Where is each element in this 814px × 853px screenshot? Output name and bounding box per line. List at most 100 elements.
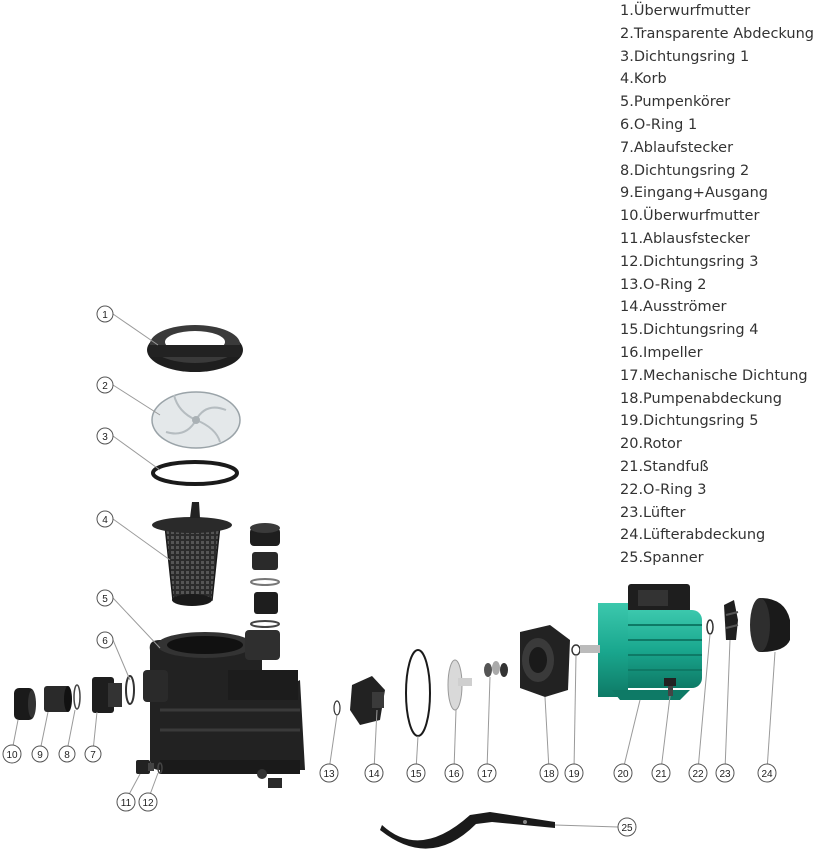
svg-text:16: 16 (448, 769, 460, 780)
svg-text:12: 12 (142, 798, 154, 809)
callout-24: 24 (757, 763, 777, 783)
part-10-union-nut (14, 688, 36, 720)
parts-legend: 1.Überwurfmutter 2.Transparente Abdeckun… (620, 0, 814, 570)
callout-6: 6 (96, 631, 114, 649)
legend-item: 11.Ablausfstecker (620, 230, 750, 247)
svg-text:17: 17 (481, 769, 493, 780)
callout-18: 18 (539, 763, 559, 783)
part-6-o-ring (125, 675, 135, 705)
part-12-sealing-ring (157, 762, 163, 774)
part-22-o-ring (706, 619, 714, 635)
callout-10: 10 (2, 744, 22, 764)
svg-text:1: 1 (102, 310, 108, 321)
part-20-motor-rotor (580, 584, 702, 700)
callout-4: 4 (96, 510, 114, 528)
svg-text:22: 22 (692, 769, 704, 780)
svg-text:13: 13 (323, 769, 335, 780)
legend-item: 6.O-Ring 1 (620, 116, 698, 133)
legend-item: 14.Ausströmer (620, 299, 727, 316)
svg-text:9: 9 (37, 750, 43, 761)
part-2-transparent-cover (151, 391, 241, 449)
legend-item: 16.Impeller (620, 344, 703, 361)
part-17-mechanical-seal (484, 661, 508, 677)
svg-text:18: 18 (543, 769, 555, 780)
svg-text:3: 3 (102, 432, 108, 443)
callout-17: 17 (477, 763, 497, 783)
legend-item: 1.Überwurfmutter (620, 3, 751, 19)
callout-2: 2 (96, 376, 114, 394)
legend-item: 23.Lüfter (620, 504, 686, 521)
callout-11: 11 (116, 792, 136, 812)
callout-5: 5 (96, 589, 114, 607)
part-5-pump-body (143, 630, 305, 788)
svg-text:19: 19 (568, 769, 580, 780)
part-7-drain-plug (92, 677, 122, 713)
svg-text:5: 5 (102, 594, 108, 605)
svg-text:10: 10 (6, 750, 18, 761)
part-13-o-ring (333, 700, 341, 716)
svg-text:21: 21 (655, 769, 667, 780)
callout-25: 25 (617, 817, 637, 837)
callout-3: 3 (96, 427, 114, 445)
legend-item: 18.Pumpenabdeckung (620, 390, 782, 407)
svg-text:23: 23 (719, 769, 731, 780)
svg-text:15: 15 (410, 769, 422, 780)
legend-item: 22.O-Ring 3 (620, 481, 707, 498)
svg-text:24: 24 (761, 769, 773, 780)
legend-item: 15.Dichtungsring 4 (620, 322, 759, 339)
legend-item: 3.Dichtungsring 1 (620, 48, 750, 65)
svg-text:20: 20 (617, 769, 629, 780)
part-16-impeller (447, 659, 472, 711)
legend-item: 25.Spanner (620, 550, 704, 567)
part-8-sealing-ring (73, 684, 81, 710)
callout-9: 9 (31, 745, 49, 763)
legend-item: 8.Dichtungsring 2 (620, 162, 750, 179)
svg-text:14: 14 (368, 769, 380, 780)
legend-item: 10.Überwurfmutter (620, 208, 760, 225)
part-25-spanner (380, 812, 555, 849)
callout-16: 16 (444, 763, 464, 783)
callout-19: 19 (564, 763, 584, 783)
fittings-stack (250, 523, 280, 628)
callout-15: 15 (406, 763, 426, 783)
part-21-stand (664, 678, 676, 696)
legend-item: 9.Eingang+Ausgang (620, 185, 768, 202)
svg-text:8: 8 (64, 750, 70, 761)
svg-text:7: 7 (90, 750, 96, 761)
callout-8: 8 (58, 745, 76, 763)
part-4-basket (152, 502, 232, 606)
part-15-sealing-ring (405, 649, 431, 737)
part-1-union-nut (147, 325, 243, 372)
svg-text:2: 2 (102, 381, 108, 392)
legend-item: 13.O-Ring 2 (620, 276, 707, 293)
part-3-sealing-ring (151, 460, 239, 486)
callout-22: 22 (688, 763, 708, 783)
callout-21: 21 (651, 763, 671, 783)
callout-20: 20 (613, 763, 633, 783)
svg-text:4: 4 (102, 515, 108, 526)
part-23-fan (724, 600, 739, 640)
part-14-diffuser (350, 676, 385, 725)
svg-text:6: 6 (102, 636, 108, 647)
legend-item: 17.Mechanische Dichtung (620, 367, 808, 384)
legend-item: 24.Lüfterabdeckung (620, 527, 766, 544)
legend-item: 2.Transparente Abdeckung (620, 25, 814, 42)
legend-item: 12.Dichtungsring 3 (620, 253, 759, 270)
callout-12: 12 (138, 792, 158, 812)
part-18-pump-cover (520, 625, 570, 697)
callout-1: 1 (96, 305, 114, 323)
legend-item: 21.Standfuß (620, 458, 709, 475)
callout-13: 13 (319, 763, 339, 783)
callout-7: 7 (84, 745, 102, 763)
part-24-fan-cover (750, 598, 790, 652)
svg-text:11: 11 (121, 798, 132, 809)
legend-item: 5.Pumpenkörer (620, 94, 731, 111)
svg-text:25: 25 (621, 823, 633, 834)
legend-item: 7.Ablaufstecker (620, 139, 734, 156)
legend-item: 20.Rotor (620, 436, 682, 453)
callout-14: 14 (364, 763, 384, 783)
legend-item: 4.Korb (620, 71, 667, 88)
legend-item: 19.Dichtungsring 5 (620, 413, 759, 430)
leader-lines (11, 313, 776, 828)
